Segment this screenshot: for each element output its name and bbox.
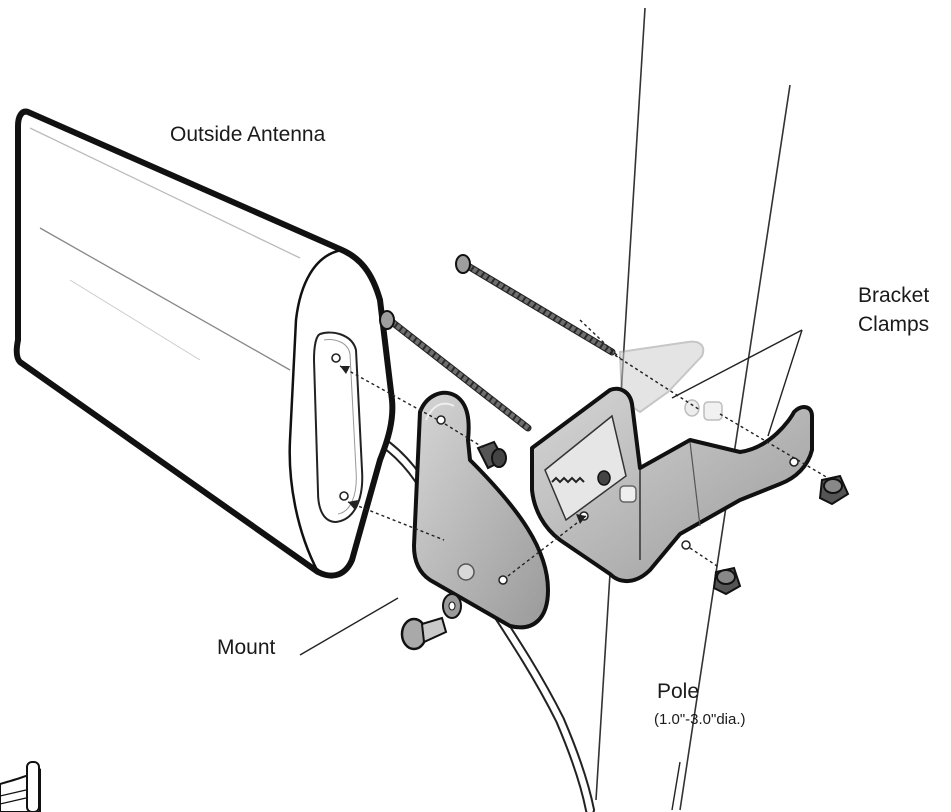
label-pole-diameter: (1.0"-3.0"dia.) bbox=[654, 711, 746, 728]
label-clamps: Clamps bbox=[858, 313, 929, 336]
outside-antenna bbox=[13, 108, 396, 579]
antenna-screw-hole-top bbox=[331, 353, 341, 363]
assembly-arrowheads bbox=[340, 366, 586, 524]
bracket-clamp-rear bbox=[618, 340, 723, 421]
bracket-nut-bottom bbox=[712, 566, 742, 596]
mount-screw bbox=[400, 593, 462, 651]
callout-leaders bbox=[299, 329, 803, 811]
bracket-clamp-front bbox=[530, 386, 814, 583]
label-mount: Mount bbox=[217, 636, 276, 659]
partial-element-bottom-left bbox=[0, 761, 41, 812]
label-outside-antenna: Outside Antenna bbox=[170, 123, 326, 146]
mount-bolt-small bbox=[476, 440, 507, 470]
assembly-guide-lines bbox=[339, 319, 829, 577]
threaded-rod-lower bbox=[379, 310, 532, 432]
antenna-front-face bbox=[288, 248, 343, 573]
bracket-nut-right bbox=[818, 474, 850, 506]
antenna-mount-plate bbox=[312, 331, 364, 524]
mount-plate bbox=[412, 390, 550, 630]
antenna-screw-hole-bottom bbox=[339, 491, 349, 501]
label-pole: Pole bbox=[657, 680, 699, 703]
label-bracket: Bracket bbox=[858, 284, 929, 307]
threaded-rod-upper bbox=[455, 254, 616, 356]
pole-right-edge bbox=[679, 84, 791, 811]
antenna-body bbox=[13, 108, 396, 579]
